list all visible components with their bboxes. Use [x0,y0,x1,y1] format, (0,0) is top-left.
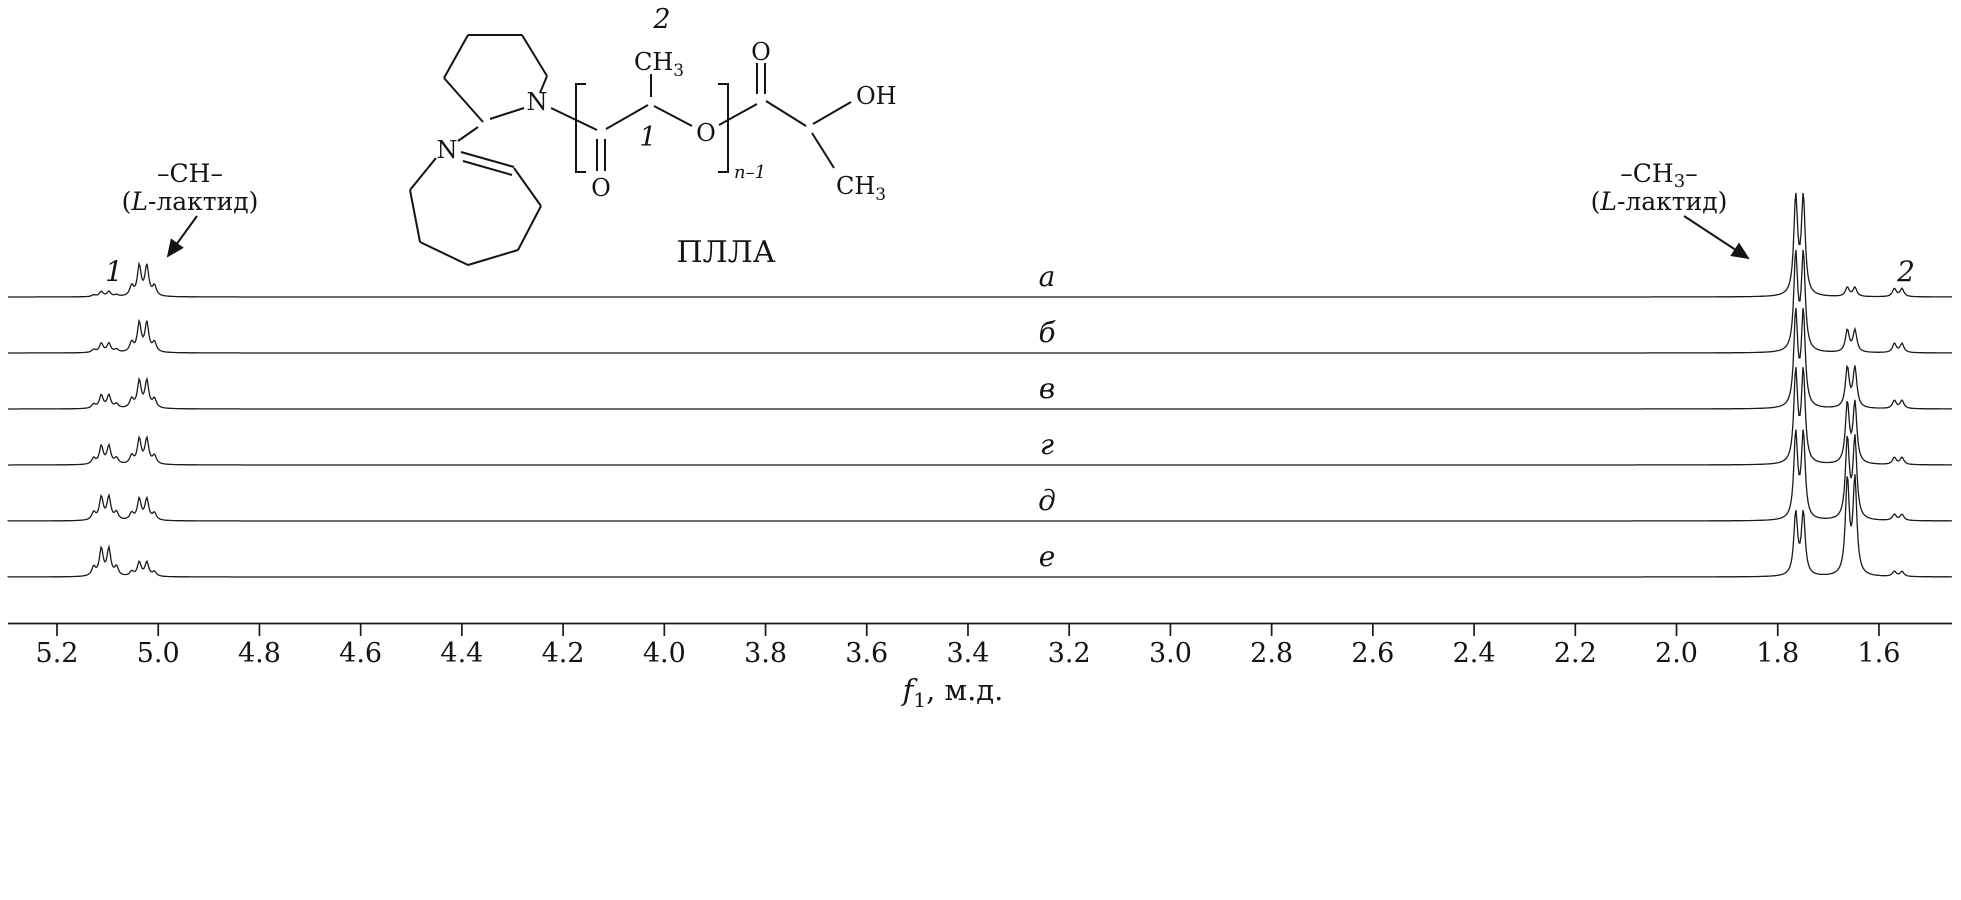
structure-carbonyl-o-top: O [751,38,771,66]
axis-ticks: 5.2 5.0 4.8 4.6 4.4 4.2 4.0 3.8 3.6 3.4 3.2 3.0 2.8 2… [36,624,1900,669]
axis-tick-label: 4.0 [643,638,686,669]
structure-ester-o: O [696,119,716,147]
annotation-ch3-arrow [1683,215,1750,260]
axis-tick-label: 3.4 [947,638,990,669]
axis-tick-label: 1.8 [1756,638,1799,669]
axis-tick-label: 5.0 [137,638,180,669]
spectrum-trace-е [7,474,1952,578]
spectrum-trace-г [8,367,1952,466]
axis-tick-label: 1.6 [1857,638,1900,669]
annotation-ch3-line2: (L-лактид) [1591,187,1728,216]
x-axis-title: f1, м.д. [901,673,1004,712]
axis-tick-label: 3.8 [744,638,787,669]
structure-methyl-top: CH3 [634,48,684,81]
structure-methyl-end: CH3 [836,172,886,205]
axis-tick-label: 5.2 [36,638,79,669]
structure-hydroxyl: OH [856,82,897,110]
axis-tick-label: 4.2 [542,638,585,669]
axis-tick-label: 2.0 [1655,638,1698,669]
axis-tick-label: 2.4 [1453,638,1496,669]
x-axis: 5.2 5.0 4.8 4.6 4.4 4.2 4.0 3.8 3.6 3.4 3.2 3.0 2.8 2… [8,622,1952,712]
axis-tick-label: 3.0 [1149,638,1192,669]
trace-label-в: в [1039,372,1055,405]
axis-tick-label: 3.2 [1048,638,1091,669]
structure-repeat-subscript: n–1 [734,162,766,183]
peak-annotations: –CH– (L-лактид) –CH3– (L-лактид) 1 2 [105,159,1915,288]
structure-double-bonds [460,63,766,176]
axis-tick-label: 2.6 [1351,638,1394,669]
spectrum-trace-б [8,249,1952,354]
structure-nitrogen-left: N [437,136,458,164]
axis-tick-label: 2.2 [1554,638,1597,669]
axis-tick-label: 4.8 [238,638,281,669]
peak-marker-1: 1 [105,255,123,288]
axis-tick-label: 3.6 [845,638,888,669]
structure-nitrogen-top: N [527,88,548,116]
axis-tick-label: 2.8 [1250,638,1293,669]
annotation-ch-arrow [166,215,198,258]
trace-label-а: а [1039,260,1056,293]
structure-position-1-label: 1 [639,122,656,153]
spectrum-trace-а [8,192,1952,298]
spectrum-trace-в [8,307,1952,410]
annotation-ch-line2: (L-лактид) [122,187,259,216]
structure-position-2-label: 2 [652,4,670,35]
structure-caption-plla: ПЛЛА [677,235,776,270]
chemical-structure: 2 CH3 N N O 1 O n–1 O OH CH3 ПЛЛА [409,4,897,270]
structure-bonds [409,34,852,266]
annotation-ch3-line1: –CH3– [1620,159,1697,192]
spectrum-trace-д [7,429,1952,522]
structure-carbonyl-o-bottom: O [591,174,611,202]
annotation-ch-line1: –CH– [157,159,223,188]
trace-label-д: д [1038,484,1056,517]
trace-label-б: б [1038,316,1056,349]
repeat-unit-brackets [575,83,729,173]
peak-marker-2: 2 [1896,255,1915,288]
axis-tick-label: 4.4 [440,638,483,669]
trace-label-е: е [1039,540,1056,573]
trace-label-г: г [1040,428,1054,461]
axis-tick-label: 4.6 [339,638,382,669]
